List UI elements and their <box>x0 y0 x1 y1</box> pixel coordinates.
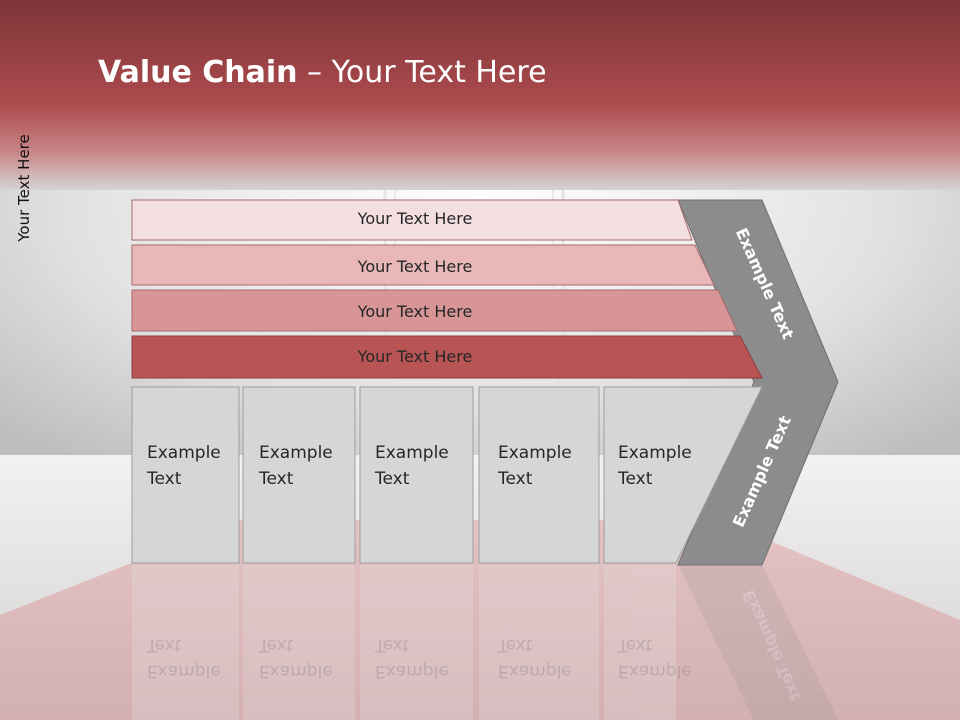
box-3-line-2: Text <box>375 469 410 489</box>
box-reflection-2-line-2: Text <box>259 635 294 655</box>
box-reflection-2-line-1: Example <box>259 661 333 681</box>
primary-box-1 <box>131 386 240 564</box>
box-reflection-3-line-1: Example <box>375 661 449 681</box>
primary-box-3 <box>359 386 474 564</box>
box-reflection-3-line-2: Text <box>375 635 410 655</box>
box-1-line-1: Example <box>147 443 221 463</box>
box-reflection-5-line-1: Example <box>618 661 692 681</box>
box-label-1: Example Text <box>147 440 247 492</box>
bar-label-2: Your Text Here <box>357 257 473 276</box>
box-label-3: Example Text <box>375 440 475 492</box>
title-rest: – Your Text Here <box>297 55 547 90</box>
box-reflection-1-line-2: Text <box>147 635 182 655</box>
box-4-line-1: Example <box>498 443 572 463</box>
bar-label-4: Your Text Here <box>357 347 473 366</box>
box-reflection-1-line-1: Example <box>147 661 221 681</box>
box-5-line-1: Example <box>618 443 692 463</box>
box-5-line-2: Text <box>618 469 653 489</box>
bar-label-3: Your Text Here <box>357 302 473 321</box>
bar-label-1: Your Text Here <box>357 209 473 228</box>
title-bold: Value Chain <box>98 55 298 90</box>
primary-box-4 <box>478 386 600 564</box>
box-reflection-2: Example Text <box>259 632 359 684</box>
box-reflections <box>132 565 676 720</box>
box-reflection-5: Example Text <box>618 632 718 684</box>
support-bar-1 <box>131 199 693 241</box>
primary-box-5 <box>603 386 763 564</box>
side-axis-label: Your Text Here <box>15 134 33 242</box>
box-2-line-1: Example <box>259 443 333 463</box>
support-bar-2 <box>131 244 715 286</box>
support-bar-4 <box>131 335 763 379</box>
box-4-line-2: Text <box>498 469 533 489</box>
box-label-2: Example Text <box>259 440 359 492</box>
box-reflection-5-line-2: Text <box>618 635 653 655</box>
box-reflection-4: Example Text <box>498 632 598 684</box>
primary-box-2 <box>242 386 356 564</box>
box-1-line-2: Text <box>147 469 182 489</box>
box-reflection-4-line-2: Text <box>498 635 533 655</box>
box-3-line-1: Example <box>375 443 449 463</box>
box-reflection-4-line-1: Example <box>498 661 572 681</box>
box-label-4: Example Text <box>498 440 598 492</box>
box-reflection-1: Example Text <box>147 632 247 684</box>
support-bar-3 <box>131 289 738 332</box>
chevron-reflection <box>678 565 838 720</box>
page-title: Value Chain – Your Text Here <box>98 55 547 90</box>
box-label-5: Example Text <box>618 440 718 492</box>
box-2-line-2: Text <box>259 469 294 489</box>
box-reflection-3: Example Text <box>375 632 475 684</box>
